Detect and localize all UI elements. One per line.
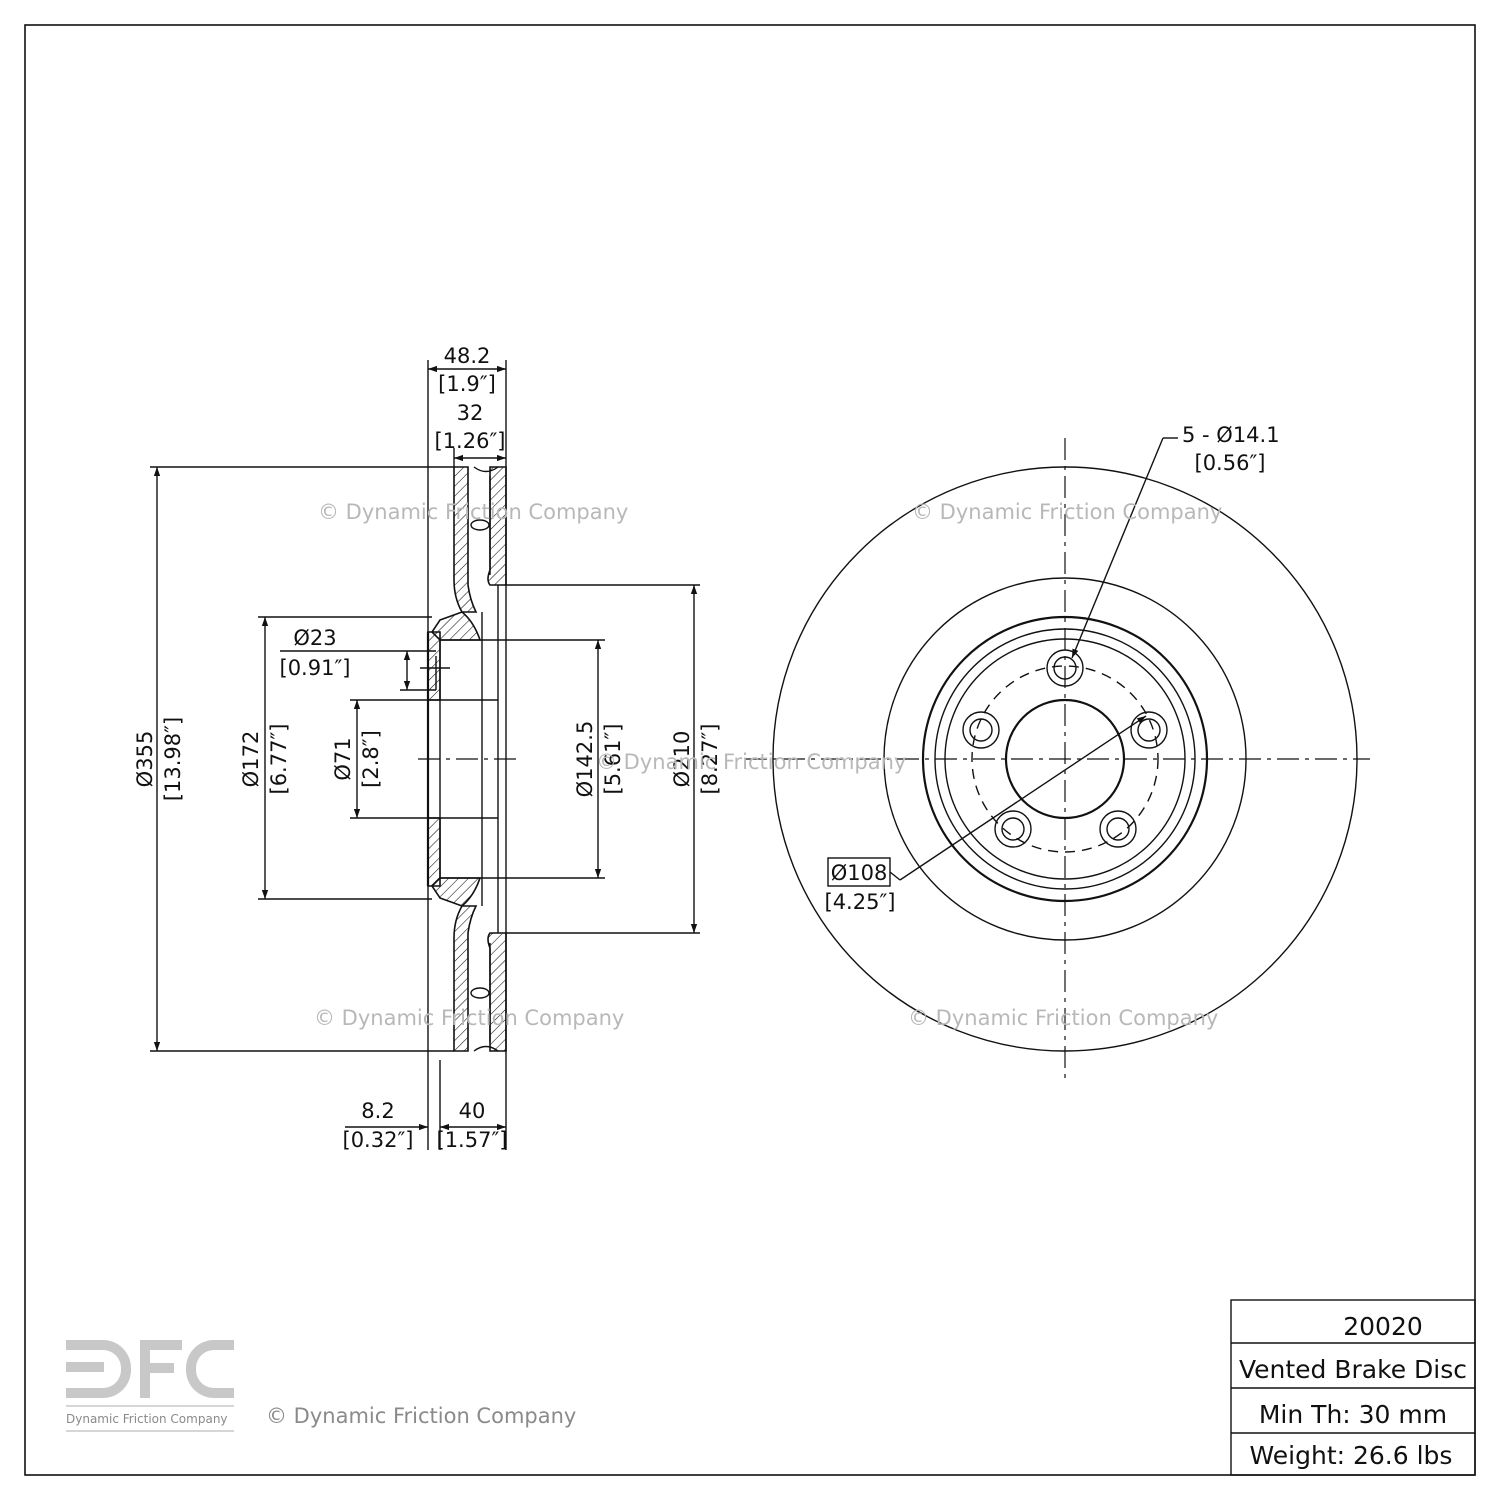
dim-disc-thickness-mm: 32 <box>457 401 484 425</box>
dim-inner-diameter-in: [5.61″] <box>601 724 625 795</box>
watermark-text: © Dynamic Friction Company <box>596 750 906 774</box>
dim-overall-width-in: [1.9″] <box>438 372 496 396</box>
dim-hat-diameter-in: [8.27″] <box>698 724 722 795</box>
dim-center-bore-mm: Ø71 <box>331 737 355 780</box>
dim-disc-thickness-in: [1.26″] <box>435 429 506 453</box>
dim-small-hole-mm: Ø23 <box>293 626 336 650</box>
section-outer-plate-top <box>453 466 478 613</box>
title-block: 20020 Vented Brake Disc Min Th: 30 mm We… <box>1230 1299 1476 1476</box>
dim-overall-width-mm: 48.2 <box>444 344 491 368</box>
side-section-view <box>418 466 520 1052</box>
dim-center-bore-in: [2.8″] <box>359 730 383 788</box>
section-inner-plate-bottom <box>487 932 507 1052</box>
dim-outer-diameter-in: [13.98″] <box>161 717 185 801</box>
watermark-text: © Dynamic Friction Company <box>912 500 1222 524</box>
watermark-text: © Dynamic Friction Company <box>908 1006 1218 1030</box>
front-view: 5 - Ø14.1 [0.56″] Ø108 [4.25″] <box>745 423 1370 1080</box>
bolt-hole-2 <box>1130 711 1168 749</box>
min-thickness: Min Th: 30 mm <box>1259 1400 1447 1429</box>
section-mount-face-bottom <box>427 817 441 887</box>
dfc-logo: Dynamic Friction Company <box>66 1340 234 1432</box>
dim-bolt-holes-mm: 5 - Ø14.1 <box>1182 423 1280 447</box>
watermark-text: © Dynamic Friction Company <box>314 1006 624 1030</box>
bolt-circle <box>971 665 1159 853</box>
part-description: Vented Brake Disc <box>1239 1355 1467 1384</box>
dim-small-hole-in: [0.91″] <box>280 656 351 680</box>
bolt-hole-3 <box>1099 810 1137 848</box>
dim-hub-diameter-mm: Ø172 <box>239 731 263 788</box>
dim-bolt-circle-in: [4.25″] <box>825 890 896 914</box>
bolt-hole-leader <box>1071 437 1164 659</box>
dim-outer-diameter-mm: Ø355 <box>133 731 157 788</box>
logo-tagline: Dynamic Friction Company <box>66 1412 228 1426</box>
dim-hat-diameter-mm: Ø210 <box>670 731 694 788</box>
dim-hat-offset-mm: 8.2 <box>361 1099 394 1123</box>
bolt-hole-5 <box>962 711 1000 749</box>
bolt-hole-4 <box>994 810 1032 848</box>
watermarks: © Dynamic Friction Company © Dynamic Fri… <box>314 500 1222 1030</box>
dim-hat-offset-in: [0.32″] <box>343 1128 414 1152</box>
copyright-text: © Dynamic Friction Company <box>266 1404 576 1428</box>
weight: Weight: 26.6 lbs <box>1250 1441 1453 1470</box>
dim-height-in: [1.57″] <box>437 1128 508 1152</box>
section-inner-plate-top <box>487 466 507 586</box>
dim-hub-diameter-in: [6.77″] <box>267 724 291 795</box>
section-outer-plate-bottom <box>453 905 478 1052</box>
drawing-frame <box>24 24 1476 1476</box>
dim-bolt-holes-in: [0.56″] <box>1195 451 1266 475</box>
side-view-dimensions: 48.2 [1.9″] 32 [1.26″] Ø355 [13.98″] Ø17… <box>133 344 722 1152</box>
bolt-circle-leader <box>899 715 1147 881</box>
dim-bolt-circle-mm: Ø108 <box>831 861 888 885</box>
dim-inner-diameter-mm: Ø142.5 <box>573 721 597 798</box>
part-number: 20020 <box>1343 1312 1423 1341</box>
watermark-text: © Dynamic Friction Company <box>318 500 628 524</box>
dim-height-mm: 40 <box>459 1099 486 1123</box>
